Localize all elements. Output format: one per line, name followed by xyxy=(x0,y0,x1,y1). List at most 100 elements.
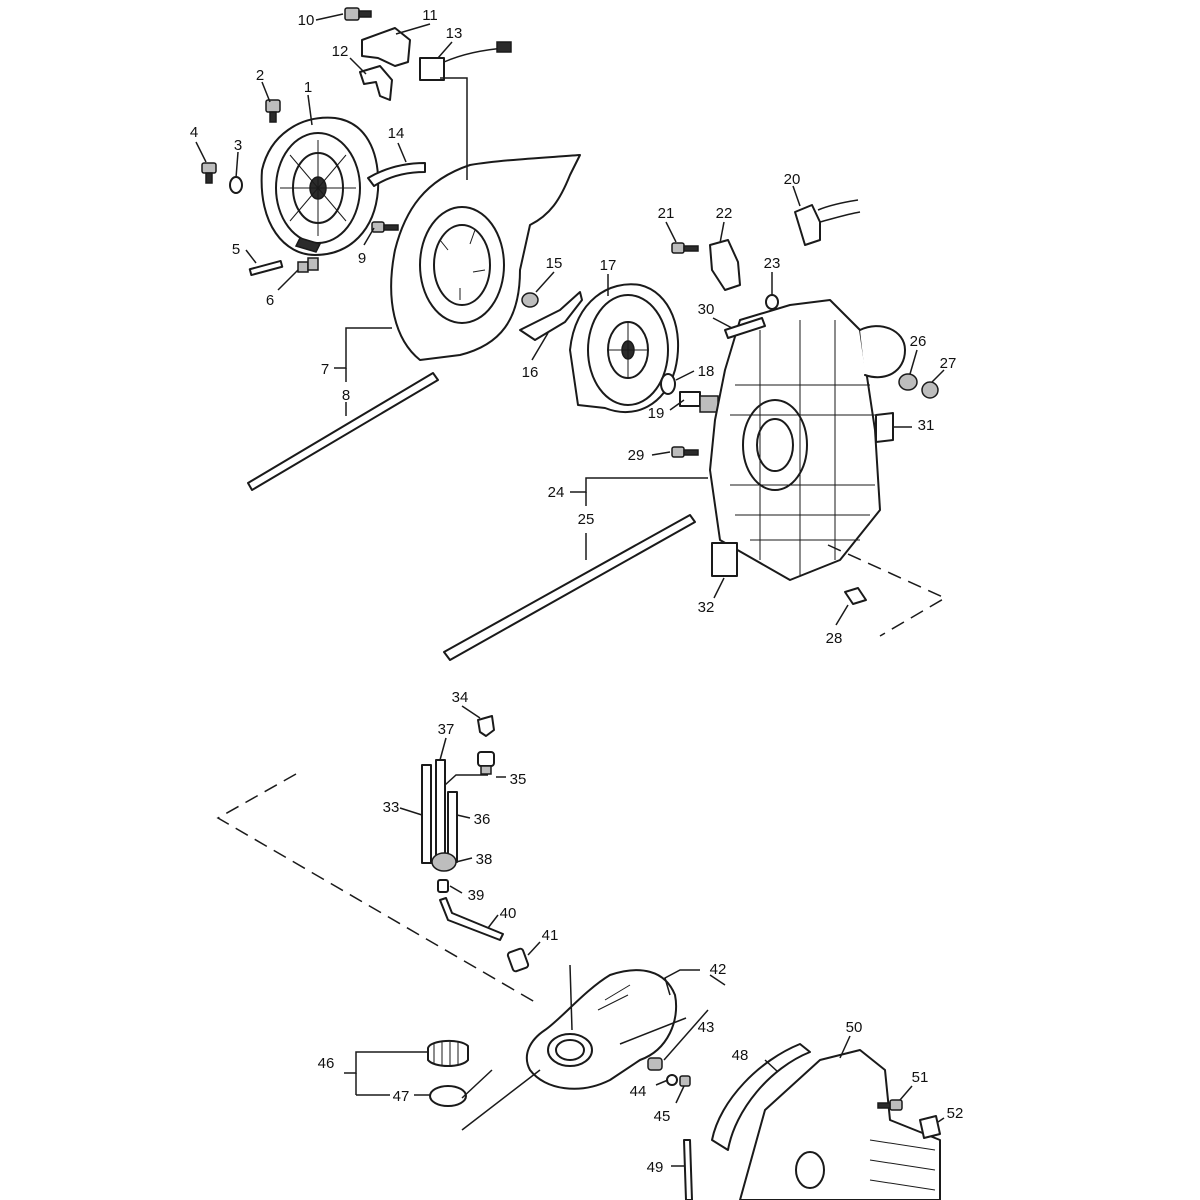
callout-23: 23 xyxy=(764,255,781,272)
screw-part xyxy=(671,446,699,458)
callout-47: 47 xyxy=(393,1088,410,1105)
callout-38: 38 xyxy=(476,851,493,868)
fuel-pipe-part xyxy=(421,764,432,864)
callout-35: 35 xyxy=(510,771,527,788)
callout-26: 26 xyxy=(910,333,927,350)
rear-housing-part xyxy=(739,1049,941,1200)
recoil-starter-part xyxy=(260,116,380,256)
callout-51: 51 xyxy=(912,1069,929,1086)
callout-6: 6 xyxy=(266,292,274,309)
spacer-part xyxy=(679,391,719,413)
screw-part xyxy=(265,99,281,123)
fan-part xyxy=(569,283,680,413)
label-part xyxy=(919,1115,941,1139)
clamp-part xyxy=(361,27,411,67)
screw-part xyxy=(371,221,399,233)
nut-part xyxy=(521,292,539,308)
frame-housing-part xyxy=(709,299,906,581)
label-part xyxy=(875,412,894,443)
handle-part xyxy=(711,1043,811,1151)
callout-32: 32 xyxy=(698,599,715,616)
seal-strip-part xyxy=(247,372,439,491)
callout-27: 27 xyxy=(940,355,957,372)
washer-part xyxy=(660,373,676,395)
callout-24: 24 xyxy=(548,484,565,501)
connection-line xyxy=(216,773,541,1006)
callout-7: 7 xyxy=(321,361,329,378)
callout-33: 33 xyxy=(383,799,400,816)
callout-22: 22 xyxy=(716,205,733,222)
callout-44: 44 xyxy=(630,1083,647,1100)
support-bar-part xyxy=(683,1139,693,1200)
label-part xyxy=(711,542,738,577)
nut-part xyxy=(898,373,918,391)
callout-17: 17 xyxy=(600,257,617,274)
callout-10: 10 xyxy=(298,12,315,29)
grommet-part xyxy=(431,852,457,872)
nut-part xyxy=(921,381,939,399)
callout-52: 52 xyxy=(947,1105,964,1122)
fuel-pipe-part xyxy=(447,791,458,863)
callout-46: 46 xyxy=(318,1055,335,1072)
callout-49: 49 xyxy=(647,1159,664,1176)
callout-13: 13 xyxy=(446,25,463,42)
callout-21: 21 xyxy=(658,205,675,222)
callout-12: 12 xyxy=(332,43,349,60)
fuel-line-part xyxy=(439,897,504,941)
vent-cap-part xyxy=(477,715,495,737)
callout-8: 8 xyxy=(342,387,350,404)
screw-part xyxy=(679,1075,691,1087)
fuel-connector-part xyxy=(506,947,530,973)
washer-part xyxy=(666,1074,678,1086)
fuel-filter-part xyxy=(437,879,449,893)
callout-50: 50 xyxy=(846,1019,863,1036)
spark-plug-cap-part xyxy=(709,239,741,291)
callout-39: 39 xyxy=(468,887,485,904)
small-rope-guide-part xyxy=(297,257,319,273)
fuel-pipe-part xyxy=(435,759,446,859)
callout-14: 14 xyxy=(388,125,405,142)
callout-labels: 1 2 3 4 5 6 7 8 9 10 11 12 13 14 15 16 1… xyxy=(190,7,964,1176)
callout-1: 1 xyxy=(304,79,312,96)
screw-part xyxy=(671,242,699,254)
callout-45: 45 xyxy=(654,1108,671,1125)
label-part xyxy=(724,317,766,339)
callout-9: 9 xyxy=(358,250,366,267)
callout-3: 3 xyxy=(234,137,242,154)
callout-43: 43 xyxy=(698,1019,715,1036)
fuel-cap-part xyxy=(427,1040,469,1067)
damper-part xyxy=(647,1057,663,1071)
callout-28: 28 xyxy=(826,630,843,647)
washer-part xyxy=(229,176,243,194)
callout-11: 11 xyxy=(422,7,438,24)
clip-part xyxy=(844,587,867,605)
callout-16: 16 xyxy=(522,364,539,381)
callout-36: 36 xyxy=(474,811,491,828)
bolt-part xyxy=(344,7,372,21)
callout-30: 30 xyxy=(698,301,715,318)
connector-part xyxy=(419,41,512,81)
screw-part xyxy=(201,162,217,184)
callout-40: 40 xyxy=(500,905,517,922)
callout-42: 42 xyxy=(710,961,727,978)
fan-housing-part xyxy=(390,154,581,361)
seal-strip-part xyxy=(367,162,426,187)
bracket-part xyxy=(359,65,393,101)
callout-15: 15 xyxy=(546,255,563,272)
callout-18: 18 xyxy=(698,363,715,380)
callout-20: 20 xyxy=(784,171,801,188)
pin-part xyxy=(248,259,284,277)
callout-31: 31 xyxy=(918,417,935,434)
callout-48: 48 xyxy=(732,1047,749,1064)
washer-part xyxy=(765,294,779,310)
leader-lines xyxy=(344,705,945,1167)
gasket-part xyxy=(429,1085,467,1107)
screw-part xyxy=(877,1099,903,1111)
callout-34: 34 xyxy=(452,689,469,706)
callout-25: 25 xyxy=(578,511,595,528)
callout-29: 29 xyxy=(628,447,645,464)
plate-part xyxy=(519,291,583,341)
callout-41: 41 xyxy=(542,927,559,944)
seal-strip-part xyxy=(443,514,696,661)
